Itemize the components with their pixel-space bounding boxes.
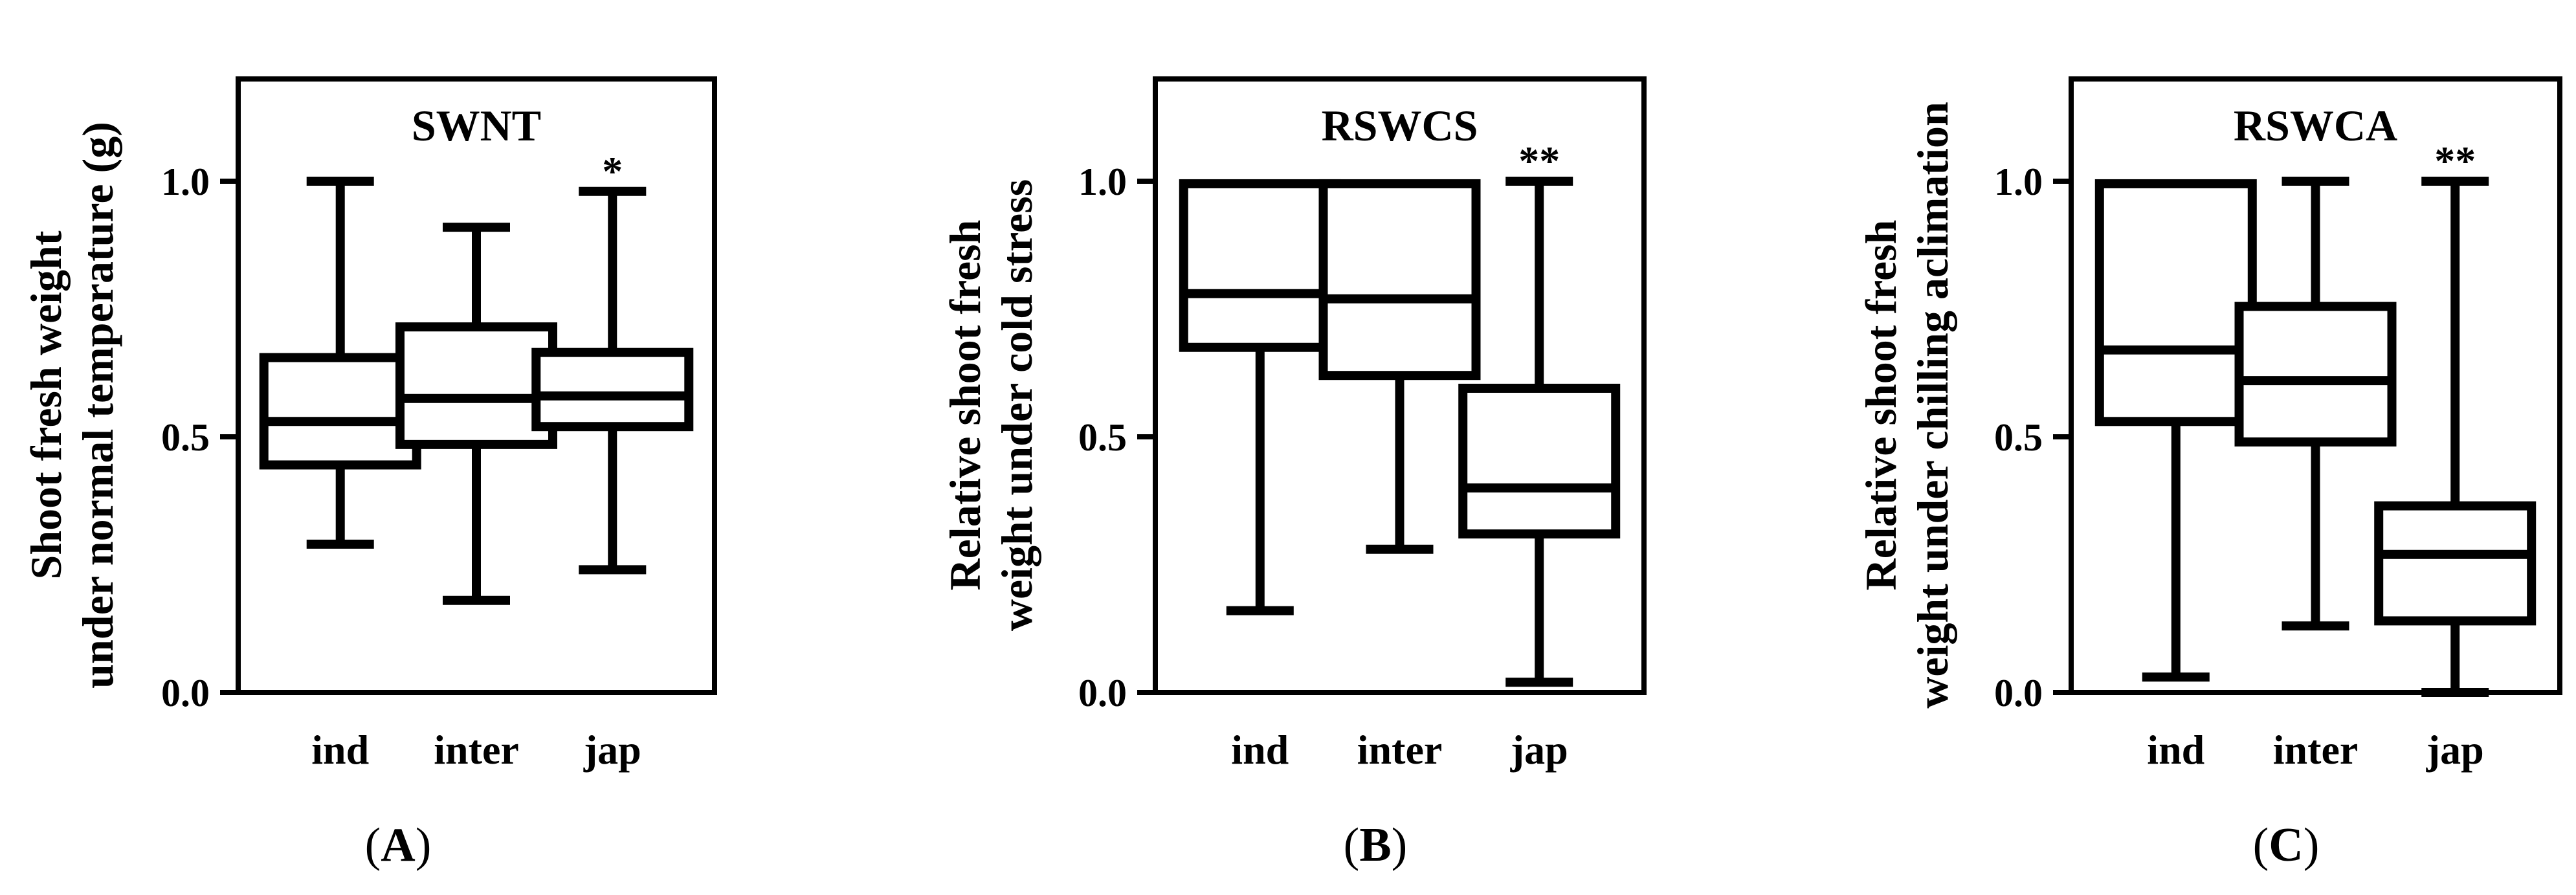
x-tick-label-ind: ind (2147, 727, 2204, 773)
iqr-box (259, 353, 421, 470)
chart-title: SWNT (412, 101, 541, 150)
y-tick-label: 1.0 (1078, 160, 1127, 203)
iqr-box (1458, 383, 1621, 539)
y-tick-label: 0.5 (1078, 416, 1127, 459)
iqr-box (2374, 501, 2537, 626)
y-tick-label: 1.0 (161, 160, 210, 203)
plot-frame (236, 76, 717, 695)
chart-title: RSWCA (2234, 101, 2397, 150)
panel-label: (A) (365, 819, 432, 872)
x-tick-label-jap: jap (1510, 727, 1568, 773)
y-tick-label: 1.0 (1994, 160, 2043, 203)
x-tick-label-inter: inter (2273, 727, 2359, 773)
y-tick-label: 0.0 (161, 672, 210, 714)
box-ind (259, 177, 421, 549)
iqr-box (2094, 179, 2257, 426)
iqr-box (1318, 179, 1481, 381)
significance-marker: * (602, 148, 623, 194)
box-inter (1318, 179, 1481, 554)
chart-title: RSWCS (1322, 101, 1478, 150)
box-jap: ** (2374, 138, 2537, 697)
significance-marker: ** (1518, 138, 1560, 184)
iqr-box (2234, 302, 2397, 447)
x-tick-label-jap: jap (583, 727, 641, 773)
box-jap: ** (1458, 138, 1621, 687)
x-tick-label-inter: inter (1357, 727, 1443, 773)
y-tick-label: 0.5 (161, 416, 210, 459)
box-ind (1179, 179, 1341, 615)
y-tick-label: 0.0 (1078, 672, 1127, 714)
panel-label: (C) (2253, 819, 2320, 872)
box-ind (2094, 179, 2257, 682)
plot-frame (1153, 76, 1647, 695)
y-axis-label-line-2: under normal temperature (g) (73, 122, 122, 689)
iqr-box (1179, 179, 1341, 352)
box-inter (2234, 177, 2397, 631)
x-tick-label-inter: inter (434, 727, 519, 773)
panel-label: (B) (1344, 819, 1408, 872)
y-axis-label-line-2: weight under chilling aclimation (1908, 102, 1957, 709)
y-axis-label-line-1: Relative shoot fresh (1856, 220, 1905, 591)
x-tick-label-ind: ind (1231, 727, 1289, 773)
x-tick-label-ind: ind (311, 727, 369, 773)
plot-frame (2069, 76, 2562, 695)
y-tick-label: 0.5 (1994, 416, 2043, 459)
iqr-box (395, 322, 557, 449)
y-axis-label-line-2: weight under cold stress (992, 179, 1041, 631)
box-jap: * (531, 148, 694, 575)
y-tick-label: 0.0 (1994, 672, 2043, 714)
iqr-box (531, 348, 694, 432)
box-inter (395, 223, 557, 605)
y-axis-label-line-1: Shoot fresh weight (21, 230, 71, 579)
significance-marker: ** (2434, 138, 2476, 184)
y-axis-label-line-1: Relative shoot fresh (940, 220, 990, 591)
x-tick-label-jap: jap (2426, 727, 2484, 773)
